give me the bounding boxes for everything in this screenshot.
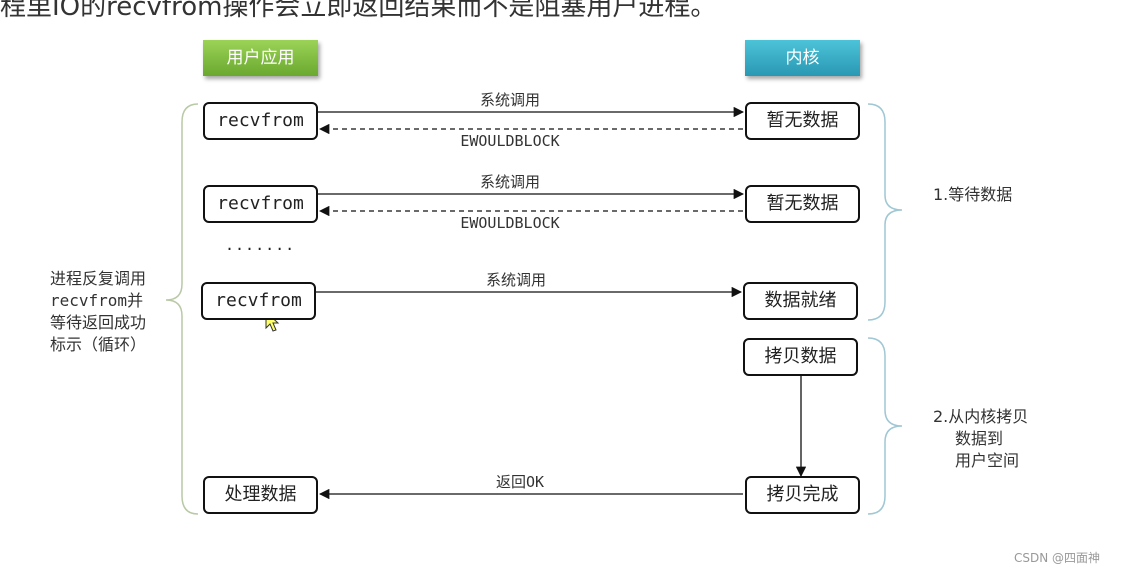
ewouldblock-label-2: EWOULDBLOCK [460,214,560,232]
left-brace [165,103,199,515]
phase2-line-2: 数据到 [955,429,1004,448]
kernel-no-data-box-1: 暂无数据 [745,102,860,140]
copy-done-box: 拷贝完成 [745,476,860,514]
left-note-line-1: 进程反复调用 [50,269,147,288]
recvfrom-box-1: recvfrom [203,102,318,140]
left-note-line-3: 等待返回成功 [50,313,147,332]
ellipsis-dots: ....... [225,236,296,254]
syscall-label-2: 系统调用 [479,173,540,191]
ewouldblock-label-1: EWOULDBLOCK [460,132,560,150]
phase2-label: 2.从内核拷贝 数据到 用户空间 [933,406,1028,472]
right-brace-1 [867,103,903,321]
left-note: 进程反复调用 recvfrom并 等待返回成功 标示（循环） [50,268,175,356]
left-note-line-2: recvfrom并 [50,291,144,310]
copy-data-box: 拷贝数据 [743,338,858,376]
phase2-line-3: 用户空间 [955,451,1020,470]
syscall-label-3: 系统调用 [485,271,546,289]
syscall-label-1: 系统调用 [479,91,540,109]
csdn-watermark: CSDN @四面神 [1014,551,1101,565]
recvfrom-box-2: recvfrom [203,185,318,223]
left-note-line-4: 标示（循环） [50,335,147,354]
recvfrom-box-3: recvfrom [201,282,316,320]
right-brace-2 [867,337,903,515]
kernel-data-ready-box: 数据就绪 [743,282,858,320]
kernel-header: 内核 [745,40,860,76]
kernel-no-data-box-2: 暂无数据 [745,185,860,223]
phase1-label: 1.等待数据 [933,185,1013,204]
top-text: 程里IO的recvfrom操作会立即返回结果而不是阻塞用户进程。 [0,0,717,22]
phase2-line-1: 2.从内核拷贝 [933,407,1029,426]
user-app-header: 用户应用 [203,40,318,76]
return-ok-label: 返回OK [495,473,545,491]
process-data-box: 处理数据 [203,476,318,514]
